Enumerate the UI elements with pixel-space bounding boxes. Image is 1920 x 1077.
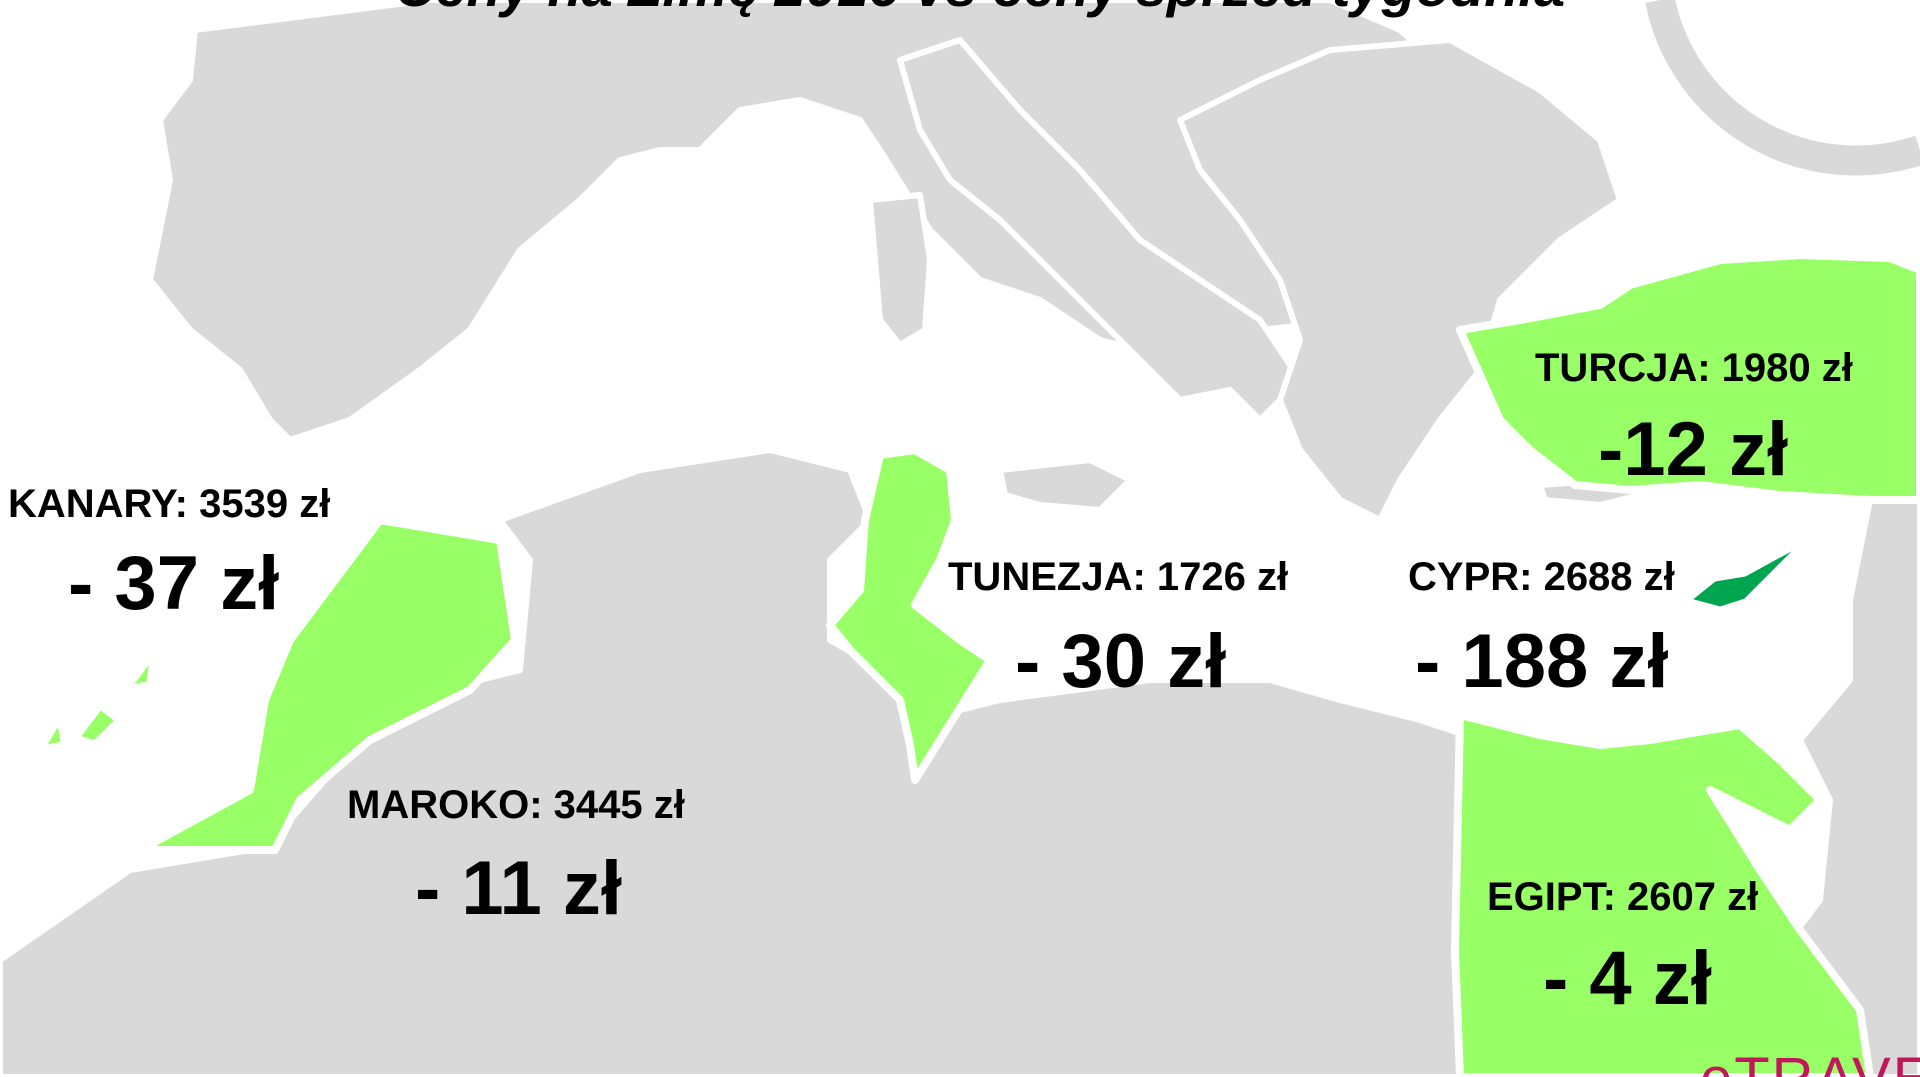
etravel-logo: eTRAVEL [1700,1045,1920,1077]
cypr-price-label: CYPR: 2688 zł [1408,555,1675,599]
land-balkans [1177,37,1623,523]
region-kanary-2 [71,701,124,749]
egipt-price-label: EGIPT: 2607 zł [1487,875,1759,919]
egipt-price-change: - 4 zł [1543,936,1712,1021]
tunezja-price-change: - 30 zł [1015,619,1227,704]
land-sardinia [867,192,933,348]
decorative-arc [1645,0,1920,176]
region-egipt [1451,711,1874,1077]
maroko-price-change: - 11 zł [415,846,622,931]
cypr-price-change: - 188 zł [1415,619,1669,704]
land-africa [0,447,1483,1077]
land-sicily [997,457,1133,513]
kanary-price-label: KANARY: 3539 zł [8,482,331,526]
region-kanary-1 [36,711,69,754]
tunezja-price-label: TUNEZJA: 1726 zł [948,555,1289,599]
region-tunezja [826,446,994,784]
turcja-price-label: TURCJA: 1980 zł [1535,346,1853,390]
region-kanary-3 [121,646,159,694]
land-italy [897,37,1303,423]
region-maroko [136,516,519,854]
maroko-price-label: MAROKO: 3445 zł [347,783,685,827]
page-title: Ceny na Zimę 2016 vs ceny sprzed tygodni… [380,0,1580,19]
region-cypr [1686,543,1802,610]
region-turcja [1456,251,1920,504]
kanary-price-change: - 37 zł [68,541,280,626]
turcja-price-change: -12 zł [1598,407,1789,492]
